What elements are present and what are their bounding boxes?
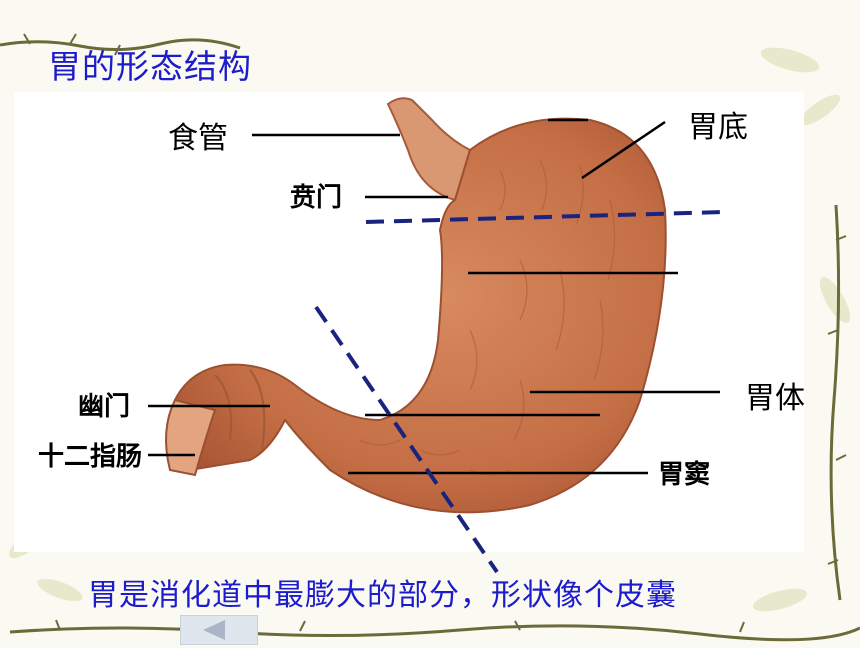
previous-slide-button[interactable]	[180, 615, 258, 645]
fundus-leader	[581, 120, 666, 180]
body-antrum-divider	[314, 305, 499, 574]
fundus-body-divider	[365, 210, 726, 224]
label-duodenum: 十二指肠	[38, 442, 143, 472]
label-body: 胃体	[745, 381, 805, 416]
label-cardia: 贲门	[290, 183, 343, 213]
esophagus-shape	[386, 97, 472, 202]
slide-caption: 胃是消化道中最膨大的部分，形状像个皮囊	[88, 578, 677, 613]
label-antrum: 胃窦	[658, 460, 711, 490]
slide-title: 胃的形态结构	[48, 47, 252, 86]
label-esophagus: 食管	[168, 121, 228, 156]
label-fundus: 胃底	[688, 110, 748, 145]
label-pylorus: 幽门	[78, 392, 131, 422]
left-arrow-icon	[203, 620, 225, 640]
stomach-shape	[171, 117, 667, 514]
